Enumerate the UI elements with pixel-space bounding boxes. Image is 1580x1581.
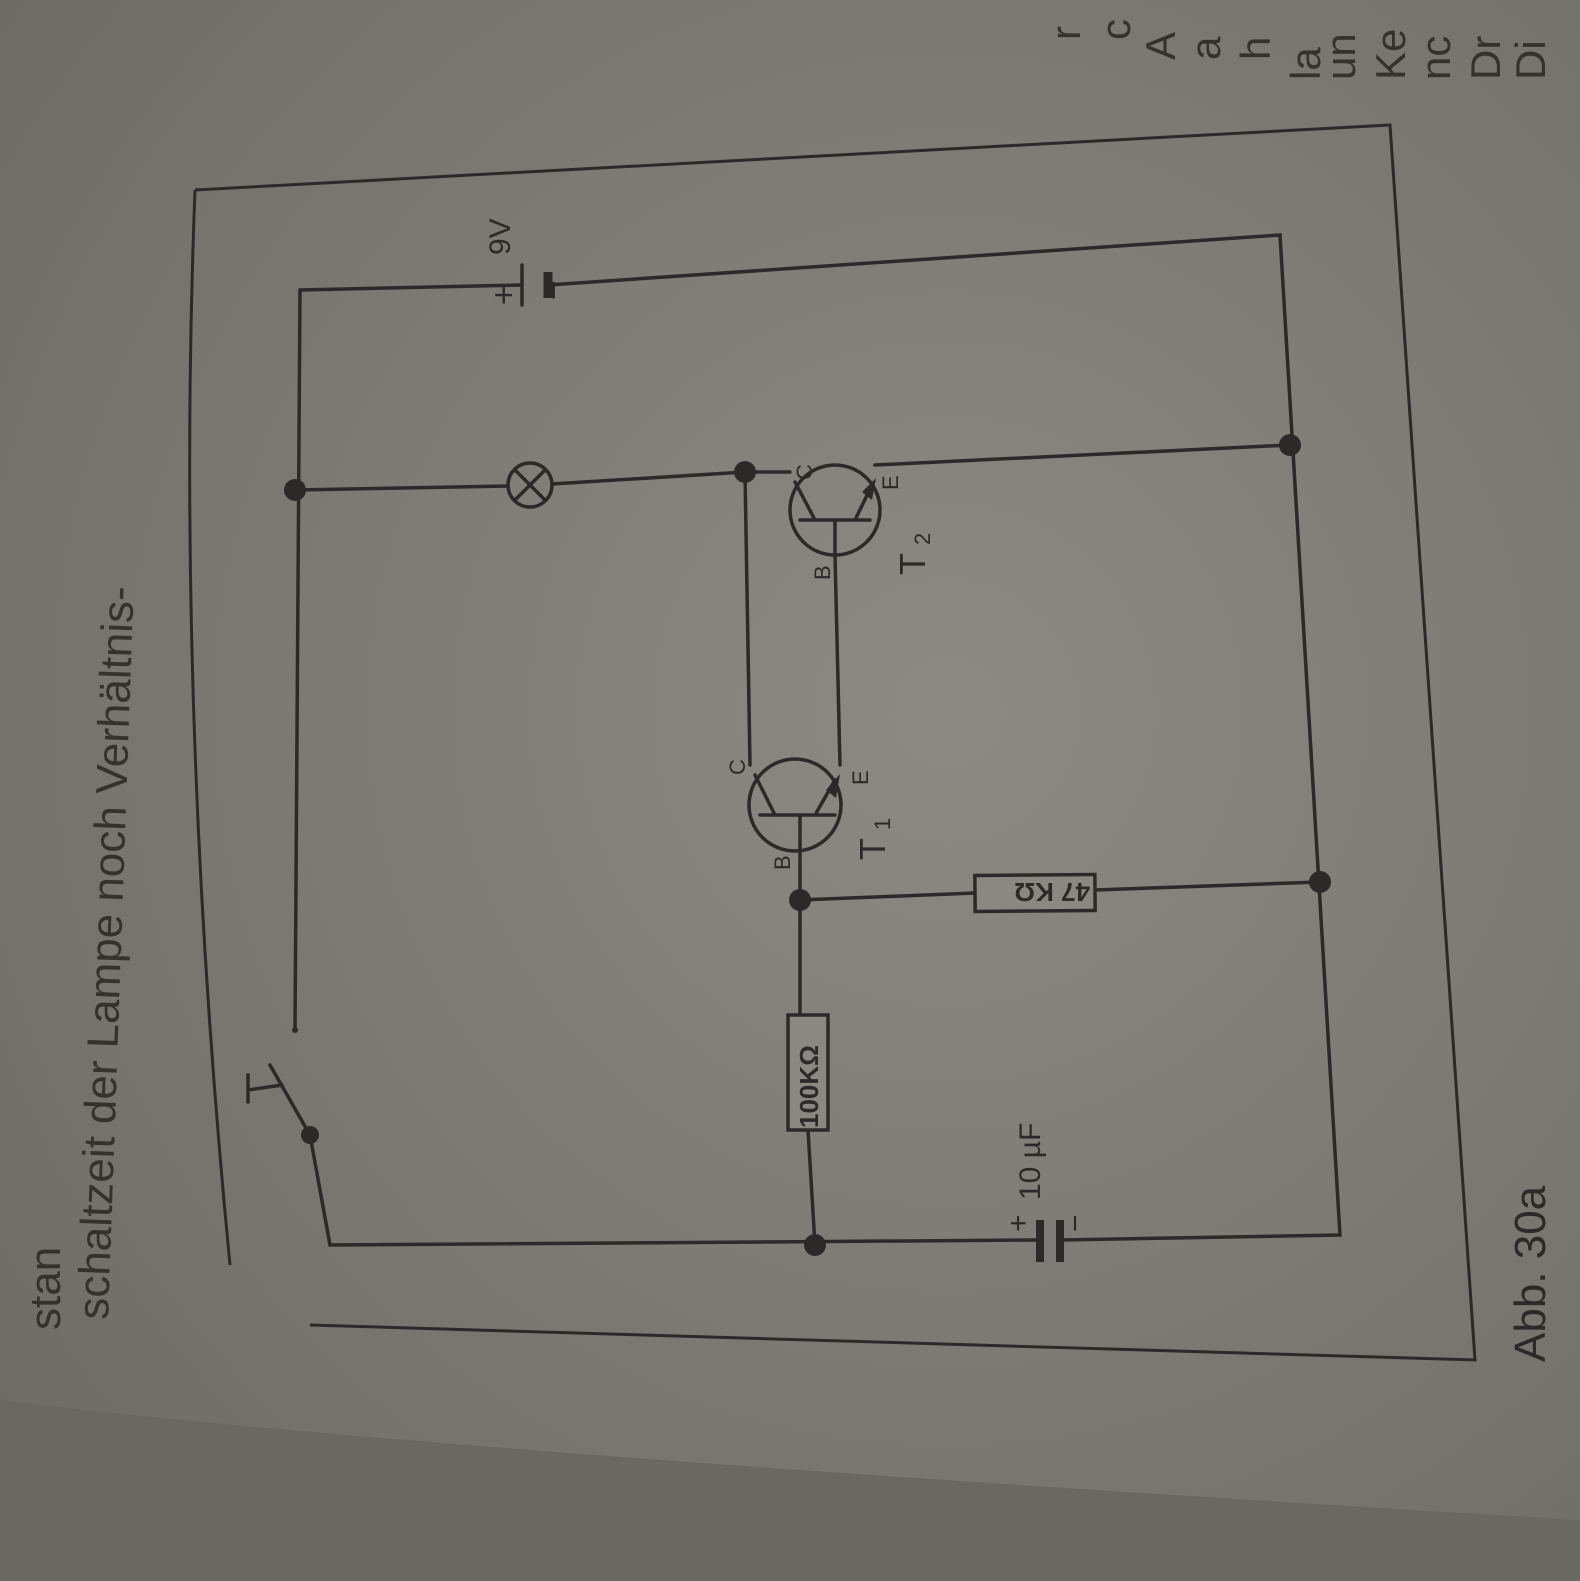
svg-text:10 µF: 10 µF [1014, 1123, 1047, 1200]
resistor-100k: 100KΩ [786, 1013, 830, 1132]
svg-text:un: un [1317, 33, 1364, 80]
lamp-icon [506, 461, 554, 509]
figure-caption: Abb. 30a [1506, 1185, 1555, 1362]
svg-text:+: + [485, 285, 523, 305]
svg-text:c: c [1092, 19, 1139, 40]
svg-text:B: B [770, 855, 795, 870]
svg-text:T: T [852, 838, 893, 860]
svg-text:Di: Di [1507, 40, 1554, 80]
svg-text:9V: 9V [484, 218, 517, 255]
svg-text:E: E [848, 770, 873, 785]
svg-text:E: E [878, 475, 903, 490]
junction-dots [284, 434, 1331, 1256]
figure-frame [188, 123, 1477, 1362]
svg-text:1: 1 [870, 818, 895, 830]
svg-text:C: C [725, 759, 750, 775]
page-edge-shadow [0, 1400, 1580, 1581]
svg-text:C: C [792, 464, 817, 480]
resistor-47k: 47 KΩ [973, 872, 1097, 914]
push-button-switch-icon [246, 1027, 312, 1137]
svg-text:−: − [1059, 1214, 1092, 1232]
transistor-t2: C E B T 2 [788, 463, 935, 580]
svg-text:+: + [1002, 1214, 1035, 1232]
svg-text:h: h [1232, 37, 1279, 60]
svg-text:nc: nc [1412, 36, 1459, 80]
svg-text:100KΩ: 100KΩ [794, 1045, 824, 1128]
svg-text:la: la [1282, 47, 1329, 80]
svg-text:B: B [810, 565, 835, 580]
svg-text:a: a [1182, 36, 1229, 60]
svg-text:−: − [535, 280, 573, 300]
right-column-text: Di Dr nc Ke un la h a A c r [1042, 19, 1554, 80]
svg-text:A: A [1137, 32, 1184, 60]
page-text-line-1: stan [21, 1247, 70, 1330]
battery-icon: 9V + − [484, 218, 573, 307]
capacitor-icon: + − 10 µF [1002, 1123, 1092, 1262]
svg-text:2: 2 [910, 533, 935, 545]
transistor-t1: C E B T 1 [725, 757, 895, 870]
svg-text:47 KΩ: 47 KΩ [1014, 877, 1090, 907]
svg-text:Dr: Dr [1462, 36, 1509, 80]
svg-text:r: r [1042, 26, 1089, 40]
svg-text:Ke: Ke [1367, 29, 1414, 80]
svg-text:T: T [892, 553, 933, 575]
